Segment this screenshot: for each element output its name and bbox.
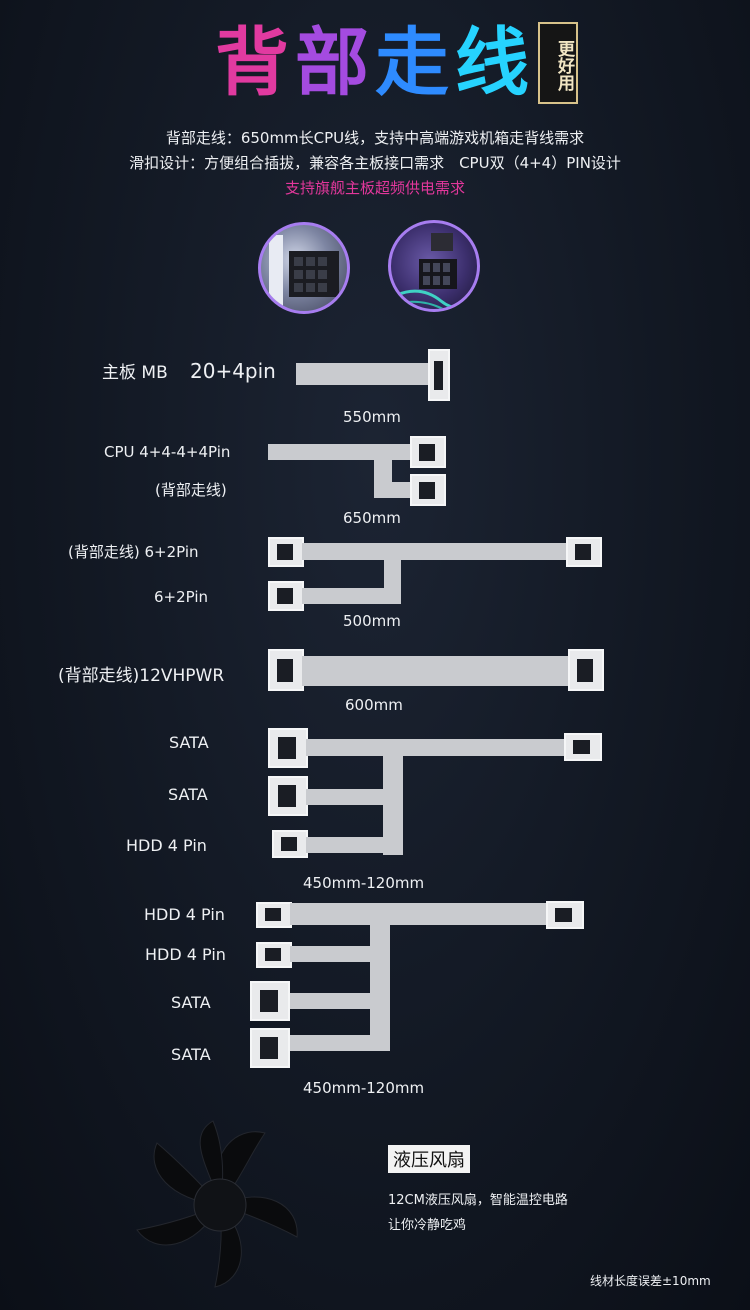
pcie-cable-branch [302,588,401,604]
cpu-connector-2 [410,474,446,506]
sata2-connector-3 [250,981,290,1021]
connector-photo-1 [258,222,350,314]
sata1-label-1: SATA [169,733,209,752]
sata1-label-3: HDD 4 Pin [126,836,207,855]
pcie-connector-2 [268,581,304,611]
cpu-connector-1 [410,436,446,468]
sata1-length: 450mm-120mm [303,874,425,892]
connector-pin-block [278,737,296,759]
sata1-connector-1 [268,728,308,768]
sata1-cable-main [306,739,566,756]
sata2-label-2: HDD 4 Pin [145,945,226,964]
sata2-label-4: SATA [171,1045,211,1064]
title-char: 部 [295,20,375,106]
sata2-cable-main [290,903,548,925]
connector-photo-2 [388,220,480,312]
sata2-label-1: HDD 4 Pin [144,905,225,924]
pcie-connector-1 [268,537,304,567]
connector-pin-block [277,544,293,560]
pcie-connector-end [566,537,602,567]
desc-line-1: 背部走线：650mm长CPU线，支持中高端游戏机箱走背线需求 [165,129,585,147]
connector-pin-block [555,908,572,922]
fan-desc-2: 让你冷静吃鸡 [388,1218,467,1233]
fan-title: 液压风扇 [388,1145,470,1173]
sata1-cable-branch-2 [306,837,403,853]
connector-photo-2-graphic [391,233,477,309]
sata2-length: 450mm-120mm [303,1079,425,1097]
connector-pin-block [277,659,293,682]
sata1-connector-3 [272,830,308,858]
connector-pin-block [575,544,591,560]
sata2-connector-1 [256,902,292,928]
pcie-label-1: (背部走线) 6+2Pin [68,543,199,561]
fan-icon [136,1120,298,1288]
connector-pin-block [419,482,435,499]
pcie-length: 500mm [343,612,401,630]
connector-pin-block [278,785,296,807]
sata2-label-3: SATA [171,993,211,1012]
connector-pin-block [573,740,590,754]
hpwr-connector-2 [568,649,604,691]
hpwr-length: 600mm [345,696,403,714]
connector-photo-1-graphic [269,235,339,307]
hpwr-label: (背部走线)12VHPWR [58,666,225,686]
hpwr-connector-1 [268,649,304,691]
sata1-connector-end [564,733,602,761]
hpwr-cable [302,656,570,686]
cpu-label: CPU 4+4-4+4Pin [104,443,231,461]
seal-badge: 更好用 [538,22,578,104]
cpu-cable-branch [374,482,418,498]
connector-pin-block [577,659,593,682]
connector-pin-block [260,990,278,1012]
pcie-cable-main [302,543,568,560]
mb-length: 550mm [343,408,401,426]
tolerance-note: 线材长度误差±10mm [590,1274,711,1288]
sata1-cable-branch-1 [306,789,403,805]
title-char: 走 [375,20,455,106]
title-char: 线 [455,20,535,106]
connector-pin-block [265,908,281,921]
mb-cable [296,363,430,385]
mb-pin-label: 20+4pin [190,359,276,383]
connector-pin-block [265,948,281,961]
sata1-label-2: SATA [168,785,208,804]
title-char: 背 [215,20,295,106]
mb-connector [428,349,450,401]
desc-line-2: 滑扣设计：方便组合插拔，兼容各主板接口需求 CPU双（4+4）PIN设计 [129,154,621,172]
cpu-cable-main [268,444,418,460]
page-title: 背部走线 [0,18,750,108]
sata2-connector-end [546,901,584,929]
connector-pin-block [281,837,297,851]
pcie-label-2: 6+2Pin [154,588,209,606]
sata2-cable-branch-1 [290,946,390,962]
cpu-length: 650mm [343,509,401,527]
sata2-cable-branch-3 [290,1035,390,1051]
sata1-connector-2 [268,776,308,816]
sata2-connector-4 [250,1028,290,1068]
connector-pin-block [434,361,443,390]
sata2-connector-2 [256,942,292,968]
desc-highlight: 支持旗舰主板超频供电需求 [284,179,465,197]
connector-pin-block [260,1037,278,1059]
connector-pin-block [277,588,293,604]
fan-desc-1: 12CM液压风扇，智能温控电路 [388,1193,568,1208]
cpu-route-label: (背部走线) [155,481,227,499]
sata2-cable-trunk [370,923,390,1051]
connector-pin-block [419,444,435,461]
sata2-cable-branch-2 [290,993,390,1009]
mb-label: 主板 MB [102,363,168,383]
